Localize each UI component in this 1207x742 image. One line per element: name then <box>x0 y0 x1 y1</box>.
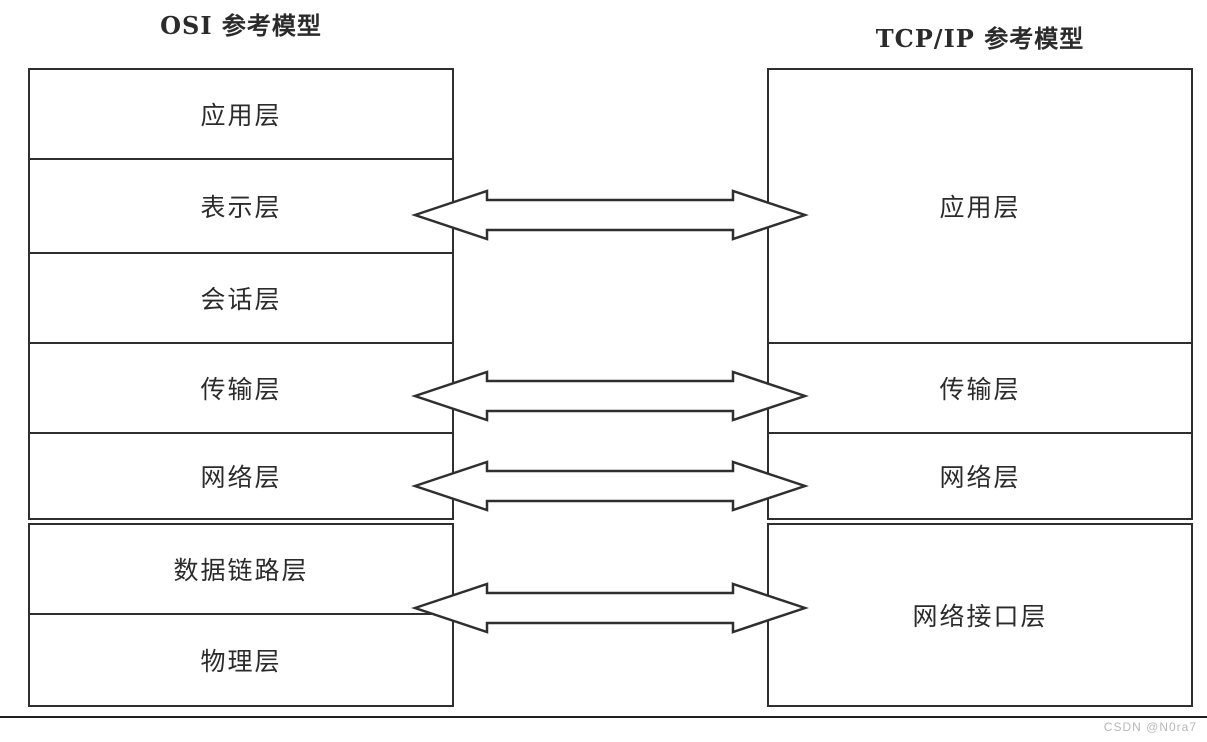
osi-layer-transport: 传输层 <box>28 342 454 434</box>
watermark: CSDN @N0ra7 <box>1103 720 1197 734</box>
osi-model-title: OSI 参考模型 <box>160 11 322 40</box>
double-arrow-icon-network-network <box>411 460 809 512</box>
bottom-divider <box>0 716 1207 718</box>
osi-layer-session: 会话层 <box>28 252 454 344</box>
osi-layer-physical: 物理层 <box>28 613 454 707</box>
osi-layer-presentation: 表示层 <box>28 158 454 254</box>
tcpip-layer-application: 应用层 <box>767 68 1193 344</box>
osi-layer-datalink: 数据链路层 <box>28 523 454 615</box>
tcpip-layer-network-interface: 网络接口层 <box>767 523 1193 707</box>
double-arrow-icon-transport-transport <box>411 370 809 422</box>
double-arrow-icon-datalink-networkinterface <box>411 582 809 634</box>
double-arrow-icon-presentation-application <box>411 189 809 241</box>
tcpip-layer-network: 网络层 <box>767 432 1193 520</box>
osi-layer-application: 应用层 <box>28 68 454 160</box>
tcpip-model-title: TCP/IP 参考模型 <box>875 24 1085 53</box>
osi-layer-network: 网络层 <box>28 432 454 520</box>
tcpip-layer-transport: 传输层 <box>767 342 1193 434</box>
